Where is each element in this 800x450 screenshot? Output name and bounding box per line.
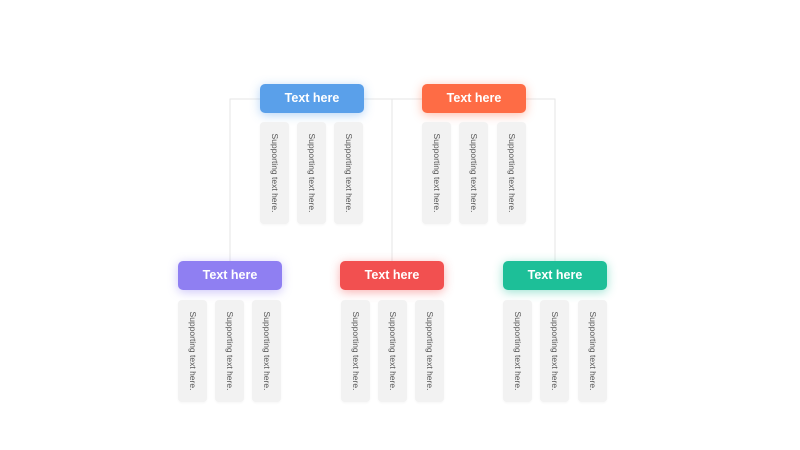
connector-path	[229, 98, 556, 262]
supporting-card: Supporting text here.	[252, 300, 281, 402]
supporting-text: Supporting text here.	[587, 311, 598, 391]
supporting-card: Supporting text here.	[578, 300, 607, 402]
supporting-card: Supporting text here.	[422, 122, 451, 224]
supporting-text: Supporting text here.	[512, 311, 523, 391]
supporting-card: Supporting text here.	[503, 300, 532, 402]
supporting-card: Supporting text here.	[378, 300, 407, 402]
supporting-text: Supporting text here.	[261, 311, 272, 391]
supporting-text: Supporting text here.	[424, 311, 435, 391]
supporting-text: Supporting text here.	[506, 133, 517, 213]
topic-header-red[interactable]: Text here	[340, 261, 444, 290]
supporting-text: Supporting text here.	[468, 133, 479, 213]
topic-header-orange[interactable]: Text here	[422, 84, 526, 113]
topic-header-green[interactable]: Text here	[503, 261, 607, 290]
supporting-text: Supporting text here.	[549, 311, 560, 391]
supporting-text: Supporting text here.	[187, 311, 198, 391]
supporting-card: Supporting text here.	[459, 122, 488, 224]
supporting-card: Supporting text here.	[497, 122, 526, 224]
supporting-text: Supporting text here.	[387, 311, 398, 391]
supporting-card: Supporting text here.	[341, 300, 370, 402]
topic-header-purple[interactable]: Text here	[178, 261, 282, 290]
supporting-card: Supporting text here.	[260, 122, 289, 224]
supporting-text: Supporting text here.	[306, 133, 317, 213]
supporting-text: Supporting text here.	[343, 133, 354, 213]
supporting-card: Supporting text here.	[297, 122, 326, 224]
topic-header-blue[interactable]: Text here	[260, 84, 364, 113]
supporting-card: Supporting text here.	[334, 122, 363, 224]
supporting-text: Supporting text here.	[224, 311, 235, 391]
supporting-card: Supporting text here.	[178, 300, 207, 402]
supporting-text: Supporting text here.	[431, 133, 442, 213]
supporting-card: Supporting text here.	[415, 300, 444, 402]
supporting-text: Supporting text here.	[269, 133, 280, 213]
supporting-card: Supporting text here.	[215, 300, 244, 402]
supporting-text: Supporting text here.	[350, 311, 361, 391]
supporting-card: Supporting text here.	[540, 300, 569, 402]
